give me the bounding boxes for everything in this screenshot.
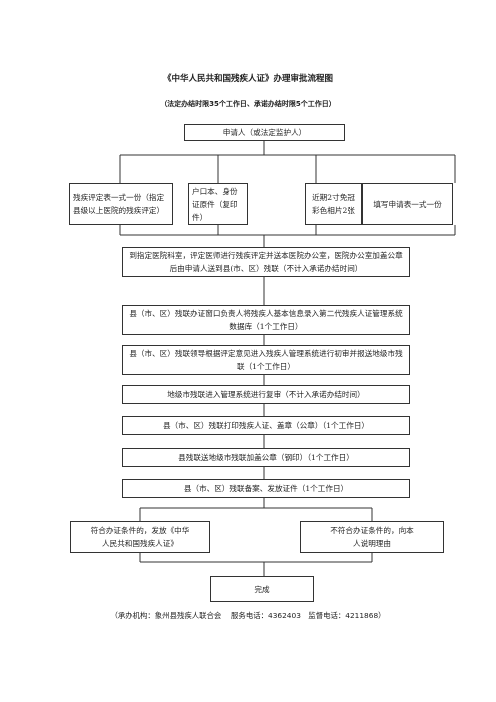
- page-title: 《中华人民共和国残疾人证》办理审批流程图: [162, 74, 333, 84]
- step-hospital-evaluation: 到指定医院科室，评定医师进行残疾评定并送本医院办公室，医院办公室加盖公章后由申请…: [122, 247, 410, 277]
- step-preliminary-review: 县（市、区）残联领导根据评定意见进入残疾人管理系统进行初审并报送地级市残联（1个…: [122, 345, 410, 375]
- doc-application-form-box: 填写申请表一式一份: [362, 183, 453, 225]
- applicant-box: 申请人（或法定监护人）: [184, 124, 345, 141]
- page-subtitle: （法定办结时限35个工作日、承诺办结时限5个工作日）: [160, 100, 336, 108]
- doc-household-id-box: 户口本、身份证原件（复印件）: [188, 183, 248, 225]
- done-box: 完成: [210, 576, 314, 602]
- doc-disability-evaluation-box: 残疾评定表一式一份（指定县级以上医院的残疾评定）: [69, 183, 173, 225]
- step-enter-database: 县（市、区）残联办证窗口负责人将残疾人基本信息录入第二代残疾人证管理系统数据库（…: [122, 305, 410, 335]
- step-city-review: 地级市残联进入管理系统进行复审（不计入承诺办结时间）: [122, 385, 410, 404]
- result-ineligible-box: 不符合办证条件的，向本人说明理由: [300, 521, 444, 553]
- step-city-seal: 县残联送地级市残联加盖公章（钢印）（1个工作日）: [122, 448, 410, 467]
- doc-photo-box: 近期2寸免冠彩色相片2张: [305, 183, 362, 225]
- step-print-certificate: 县（市、区）残联打印残疾人证、盖章（公章）（1个工作日）: [122, 416, 410, 435]
- step-record-issue: 县（市、区）残联备案、发放证件（1个工作日）: [122, 479, 410, 498]
- footer-contact: （承办机构：象州县残疾人联合会 服务电话：4362403 监督电话：421186…: [110, 611, 386, 620]
- result-eligible-box: 符合办证条件的，发放《中华人民共和国残疾人证》: [70, 521, 210, 553]
